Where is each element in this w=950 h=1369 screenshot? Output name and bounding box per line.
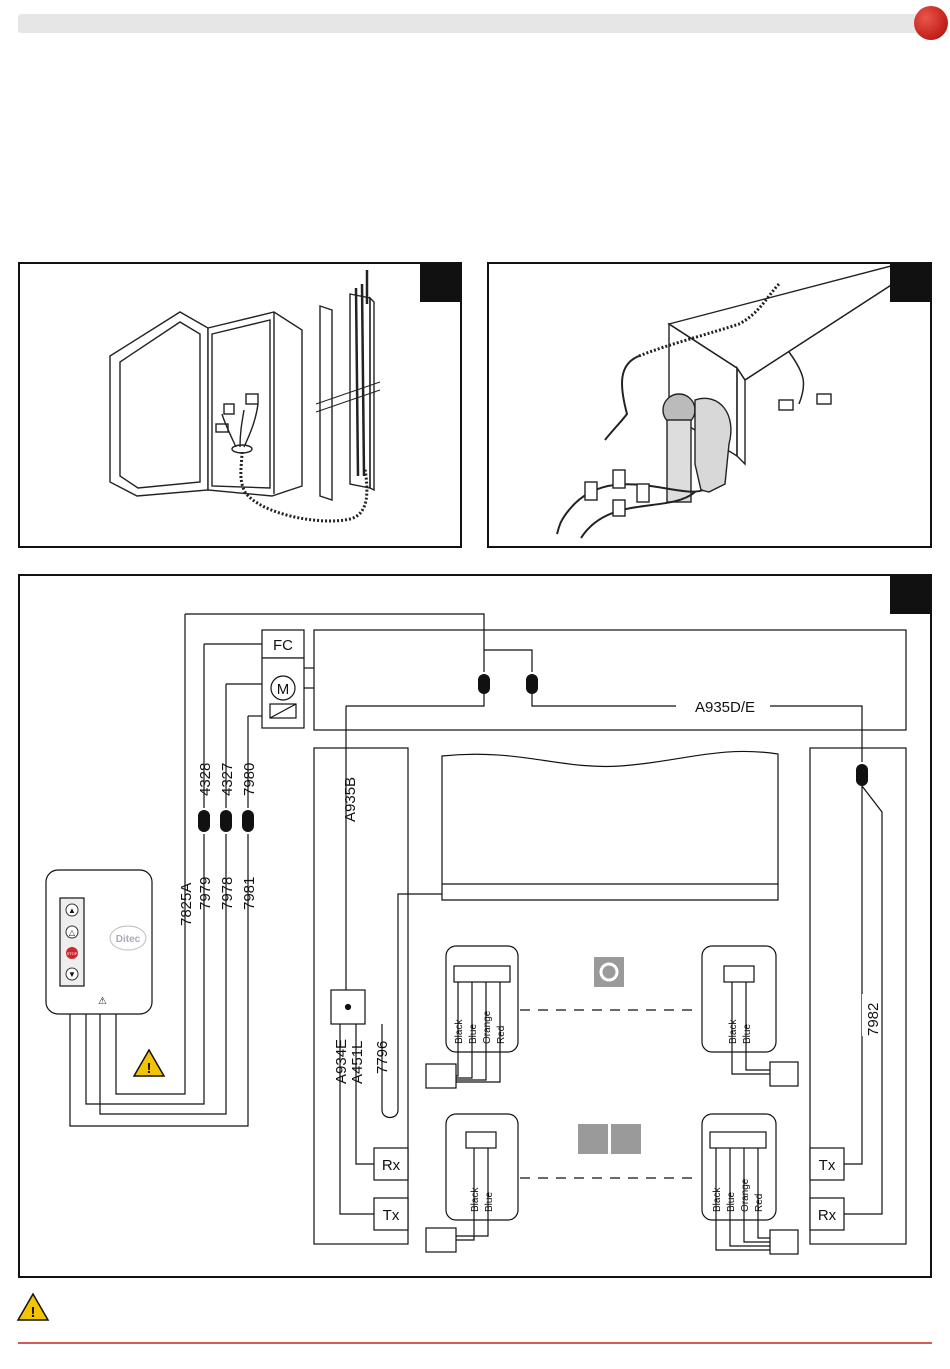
cable-7981-label: 7981 (241, 877, 258, 910)
cable-a451l-label: A451L (349, 1041, 366, 1084)
up-arrow-icon: ▲ (68, 906, 76, 915)
cable-7796-label: 7796 (374, 1041, 391, 1074)
m-label: M (277, 681, 290, 698)
brand-logo: Ditec (116, 934, 141, 945)
cable-7978-label: 7978 (219, 877, 236, 910)
svg-text:⚠: ⚠ (98, 996, 107, 1007)
wire-orange-label: Orange (740, 1178, 751, 1212)
wire-orange-label: Orange (482, 1010, 493, 1044)
rx-right-label: Rx (818, 1207, 837, 1224)
wire-blue-label: Blue (742, 1024, 753, 1044)
tx-left-label: Tx (383, 1207, 400, 1224)
cable-7979-label: 7979 (197, 877, 214, 910)
cell-symbol-right (611, 1124, 641, 1154)
cell-symbol-left (578, 1124, 608, 1154)
cable-7980-label: 7980 (241, 763, 258, 796)
footer-warning-icon: ! (18, 1294, 48, 1321)
fc-label: FC (273, 637, 293, 654)
down-arrow-icon: ▼ (68, 970, 76, 979)
wire-blue-label: Blue (726, 1192, 737, 1212)
mirror-symbol (594, 957, 624, 987)
svg-text:!: ! (147, 1060, 152, 1077)
wire-blue-label: Blue (484, 1192, 495, 1212)
wire-black-label: Black (728, 1019, 739, 1044)
cable-a935de-label: A935D/E (695, 699, 755, 716)
wire-red-label: Red (754, 1194, 765, 1212)
wire-blue-label: Blue (468, 1024, 479, 1044)
cable-4328-label: 4328 (197, 763, 214, 796)
stop-label: STOP (67, 951, 78, 956)
wire-red-label: Red (496, 1026, 507, 1044)
cable-7825a-label: 7825A (178, 883, 195, 926)
cable-a934e-label: A934E (333, 1039, 350, 1084)
wire-black-label: Black (470, 1187, 481, 1212)
wire-black-label: Black (712, 1187, 723, 1212)
warning-icon: ! (134, 1050, 164, 1077)
tx-right-label: Tx (819, 1157, 836, 1174)
wire-black-label: Black (454, 1019, 465, 1044)
footer-line (18, 1342, 932, 1344)
cable-4327-label: 4327 (219, 763, 236, 796)
cable-7982-label: 7982 (865, 1003, 882, 1036)
rx-left-label: Rx (382, 1157, 401, 1174)
svg-text:!: ! (31, 1304, 36, 1321)
cable-a935b-label: A935B (342, 777, 359, 822)
svg-text:△: △ (69, 928, 76, 937)
